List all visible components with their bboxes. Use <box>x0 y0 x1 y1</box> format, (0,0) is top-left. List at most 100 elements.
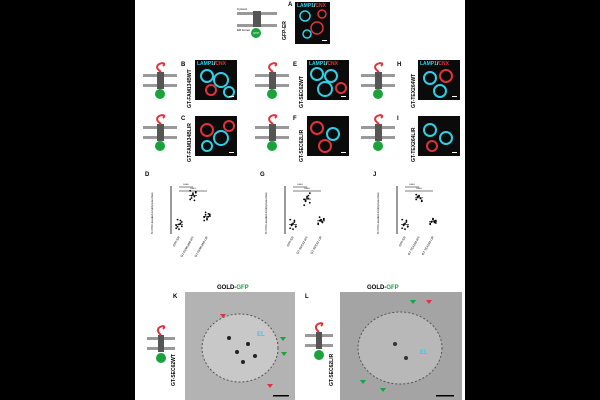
category-label: GT-FAM134B WT <box>180 235 195 258</box>
el-label-k: EL <box>257 332 265 338</box>
construct-label-a: GFP-ER <box>282 21 288 40</box>
data-point <box>293 221 296 223</box>
panel-label-f: F <box>293 116 297 122</box>
data-point <box>176 225 179 228</box>
data-point <box>175 224 178 227</box>
category-label: GT-TEX264 WT <box>407 235 421 256</box>
data-point <box>406 225 409 228</box>
data-point <box>432 217 434 220</box>
significance-label: **** <box>304 187 310 191</box>
el-label-l: EL <box>420 350 428 356</box>
data-point <box>289 218 292 221</box>
significance-label: **** <box>190 187 196 191</box>
data-point <box>418 195 420 197</box>
data-point <box>304 200 307 203</box>
data-point <box>434 222 437 224</box>
construct-label-l: GT-SEC62LIR <box>329 353 335 386</box>
significance-label: **** <box>297 183 303 187</box>
panel-label-e: E <box>293 62 298 68</box>
micrograph-b: LAMP1/CNX <box>195 60 237 100</box>
panel-label-c: C <box>181 116 186 122</box>
data-point <box>190 197 193 199</box>
data-point <box>180 221 183 223</box>
schematic-er-gfp: Cytosol ER lumen GFP <box>237 6 277 38</box>
construct-label-h: GT-TEX264WT <box>411 73 417 108</box>
data-point <box>321 221 324 224</box>
chart-d: % CNX-loaded endolysosomesGFP-ERGT-FAM13… <box>150 183 211 258</box>
micrograph-f <box>307 116 349 156</box>
data-point <box>429 223 432 226</box>
data-point <box>420 200 423 203</box>
data-point <box>404 228 406 231</box>
schematic-k <box>147 325 175 363</box>
tmd-box <box>253 11 261 27</box>
data-point <box>434 219 437 222</box>
data-point <box>415 198 418 201</box>
header-l: GOLD-GFP <box>367 285 399 291</box>
data-point <box>208 213 211 216</box>
data-point <box>405 219 408 222</box>
data-point <box>206 217 208 220</box>
data-point <box>308 201 311 204</box>
em-image-k: EL <box>185 292 295 400</box>
schematic-l <box>305 322 333 360</box>
data-point <box>415 193 418 196</box>
cytosol-label: Cytosol <box>237 7 248 11</box>
panel-label-d: D <box>145 172 150 178</box>
data-point <box>204 211 207 214</box>
construct-label-e: GT-SEC62WT <box>299 76 305 108</box>
data-point <box>293 219 296 222</box>
construct-label-i: GT-TEX264LIR <box>411 127 417 162</box>
panel-label-k: K <box>173 294 178 300</box>
data-point <box>303 204 306 207</box>
data-point <box>294 225 297 228</box>
data-point <box>204 213 207 216</box>
er-lumen-label: ER lumen <box>237 28 251 32</box>
data-point <box>176 218 179 221</box>
data-point <box>180 225 183 228</box>
micrograph-a: LAMP1/CNX <box>295 2 330 44</box>
panel-label-a: A <box>288 2 293 8</box>
micrograph-h: LAMP1/CNX <box>418 60 460 100</box>
data-point <box>178 228 180 231</box>
construct-label-b: GT-FAM134BWT <box>187 69 193 108</box>
data-point <box>306 195 308 198</box>
panel-label-i: I <box>397 116 399 122</box>
data-point <box>289 227 292 230</box>
panel-label-j: J <box>373 172 377 178</box>
data-point <box>193 199 196 202</box>
figure-page: Cytosol ER lumen GFP A LAMP1/CNX GFP-ER … <box>135 0 465 400</box>
data-point <box>206 218 208 221</box>
panel-label-l: L <box>305 294 309 300</box>
y-axis-label: % CNX-loaded endolysosomes <box>264 192 268 234</box>
schematic-fam134b <box>143 62 177 151</box>
header-k: GOLD-GFP <box>217 285 249 291</box>
data-point <box>401 227 404 230</box>
data-point <box>193 195 196 198</box>
category-label: GT-SEC62 LIR <box>309 235 323 255</box>
micrograph-i <box>418 116 460 156</box>
category-label: GFP-ER <box>398 235 408 248</box>
data-point <box>306 197 308 199</box>
construct-label-k: GT-SEC62WT <box>171 354 177 386</box>
data-point <box>322 218 325 221</box>
data-point <box>203 219 206 222</box>
data-point <box>192 192 194 195</box>
y-axis-label: % CNX-loaded endolysosomes <box>150 192 154 234</box>
data-point <box>320 218 322 221</box>
data-point <box>194 191 197 194</box>
significance-label: **** <box>183 183 189 187</box>
micrograph-e: LAMP1/CNX <box>307 60 349 100</box>
data-point <box>292 228 294 231</box>
y-axis-label: % CNX-loaded endolysosomes <box>376 192 380 234</box>
data-point <box>207 212 210 215</box>
panel-label-h: H <box>397 62 402 68</box>
micrograph-c <box>195 116 237 156</box>
data-point <box>433 221 436 224</box>
em-image-l: EL <box>340 292 462 400</box>
gfp-icon: GFP <box>251 28 261 38</box>
category-label: GT-FAM134B LIR <box>194 235 210 258</box>
data-point <box>189 198 192 201</box>
